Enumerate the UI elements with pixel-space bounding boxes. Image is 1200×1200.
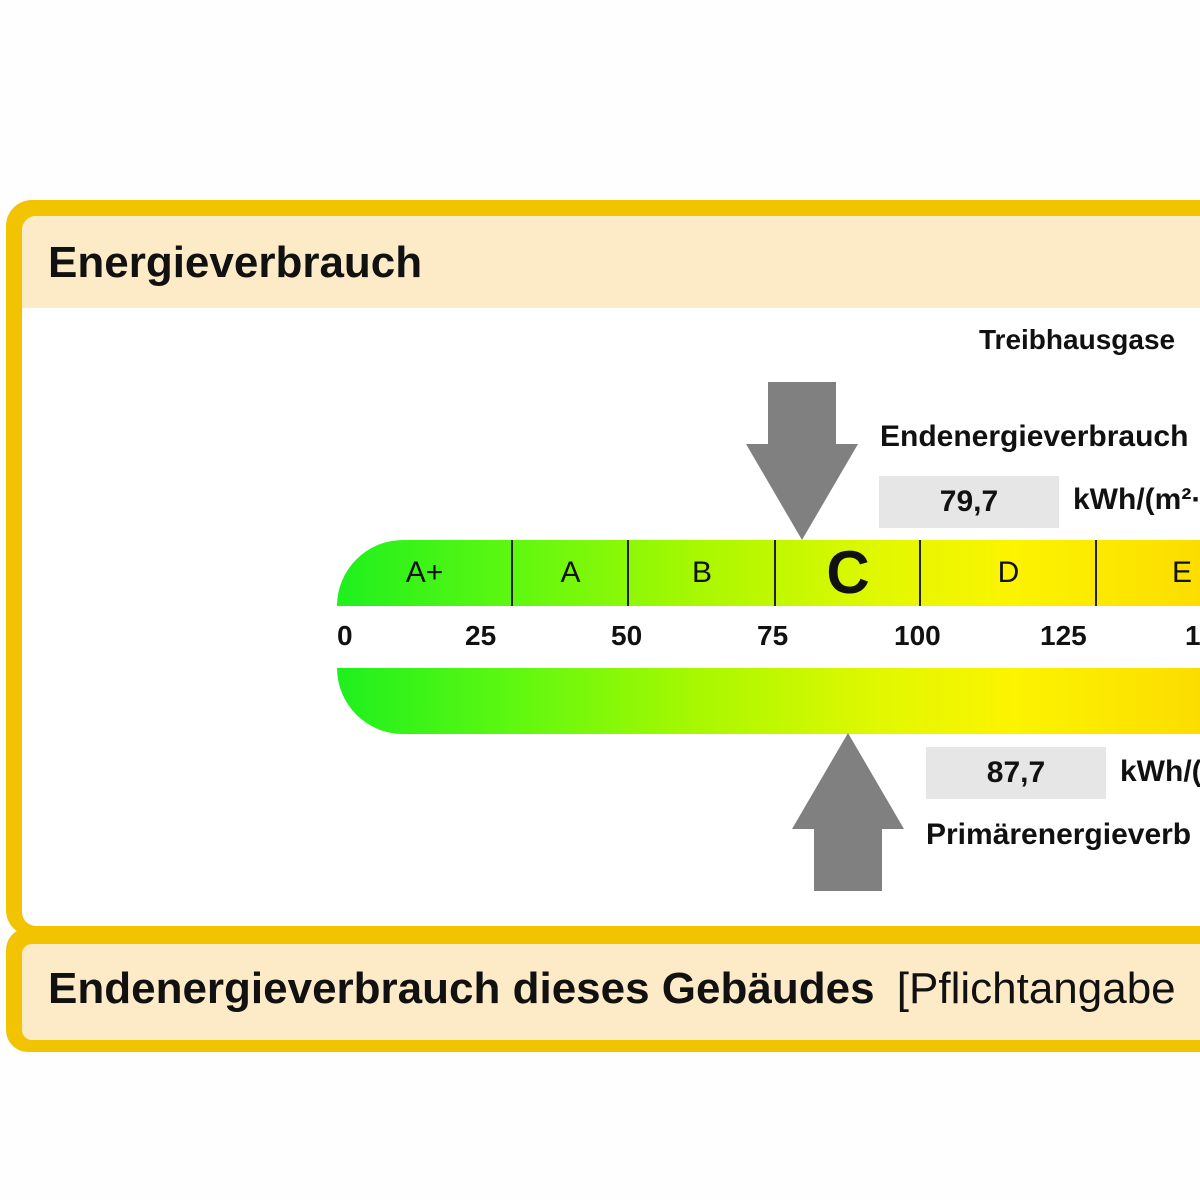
end-energy-section: Endenergieverbrauch dieses Gebäudes [Pfl… [6,928,1200,1052]
tick-label: 50 [611,620,643,651]
class-c-current: C [826,539,870,606]
end-energy-label: Endenergieverbrauch [880,420,1189,453]
energy-gradient-bar [337,668,1200,734]
efficiency-class-scale [337,540,1200,606]
end-energy-arrow-icon [746,382,858,540]
class-divider [511,540,513,606]
tick-label: 1 [1185,620,1200,651]
tick-label: 100 [894,620,941,651]
tick-label: 125 [1040,620,1087,651]
class-divider [1095,540,1097,606]
class-b: B [691,556,712,589]
class-d: D [997,556,1020,589]
end-energy-section-header: Endenergieverbrauch dieses Gebäudes [Pfl… [22,944,1200,1040]
class-divider [919,540,921,606]
end-energy-unit: kWh/(m²· [1073,483,1200,516]
panel-header: Energieverbrauch [22,216,1200,308]
tick-label: 0 [337,620,353,651]
section-note: [Pflichtangabe [896,964,1176,1013]
class-e: E [1171,556,1192,589]
primary-energy-label: Primärenergieverb [926,818,1192,851]
class-a-plus: A+ [405,556,444,589]
class-divider [627,540,629,606]
primary-energy-arrow-icon [792,733,904,891]
primary-energy-value: 87,7 [926,747,1106,799]
section-heading: Endenergieverbrauch dieses Gebäudes [Pfl… [48,964,1176,1014]
greenhouse-gas-label: Treibhausgase [979,324,1176,355]
tick-label: 75 [757,620,789,651]
tick-label: 25 [465,620,497,651]
class-divider [774,540,776,606]
primary-energy-unit: kWh/( [1120,755,1200,788]
section-title: Endenergieverbrauch dieses Gebäudes [48,964,875,1013]
end-energy-value: 79,7 [879,476,1059,528]
page-title: Energieverbrauch [48,238,423,287]
class-a: A [560,556,581,589]
